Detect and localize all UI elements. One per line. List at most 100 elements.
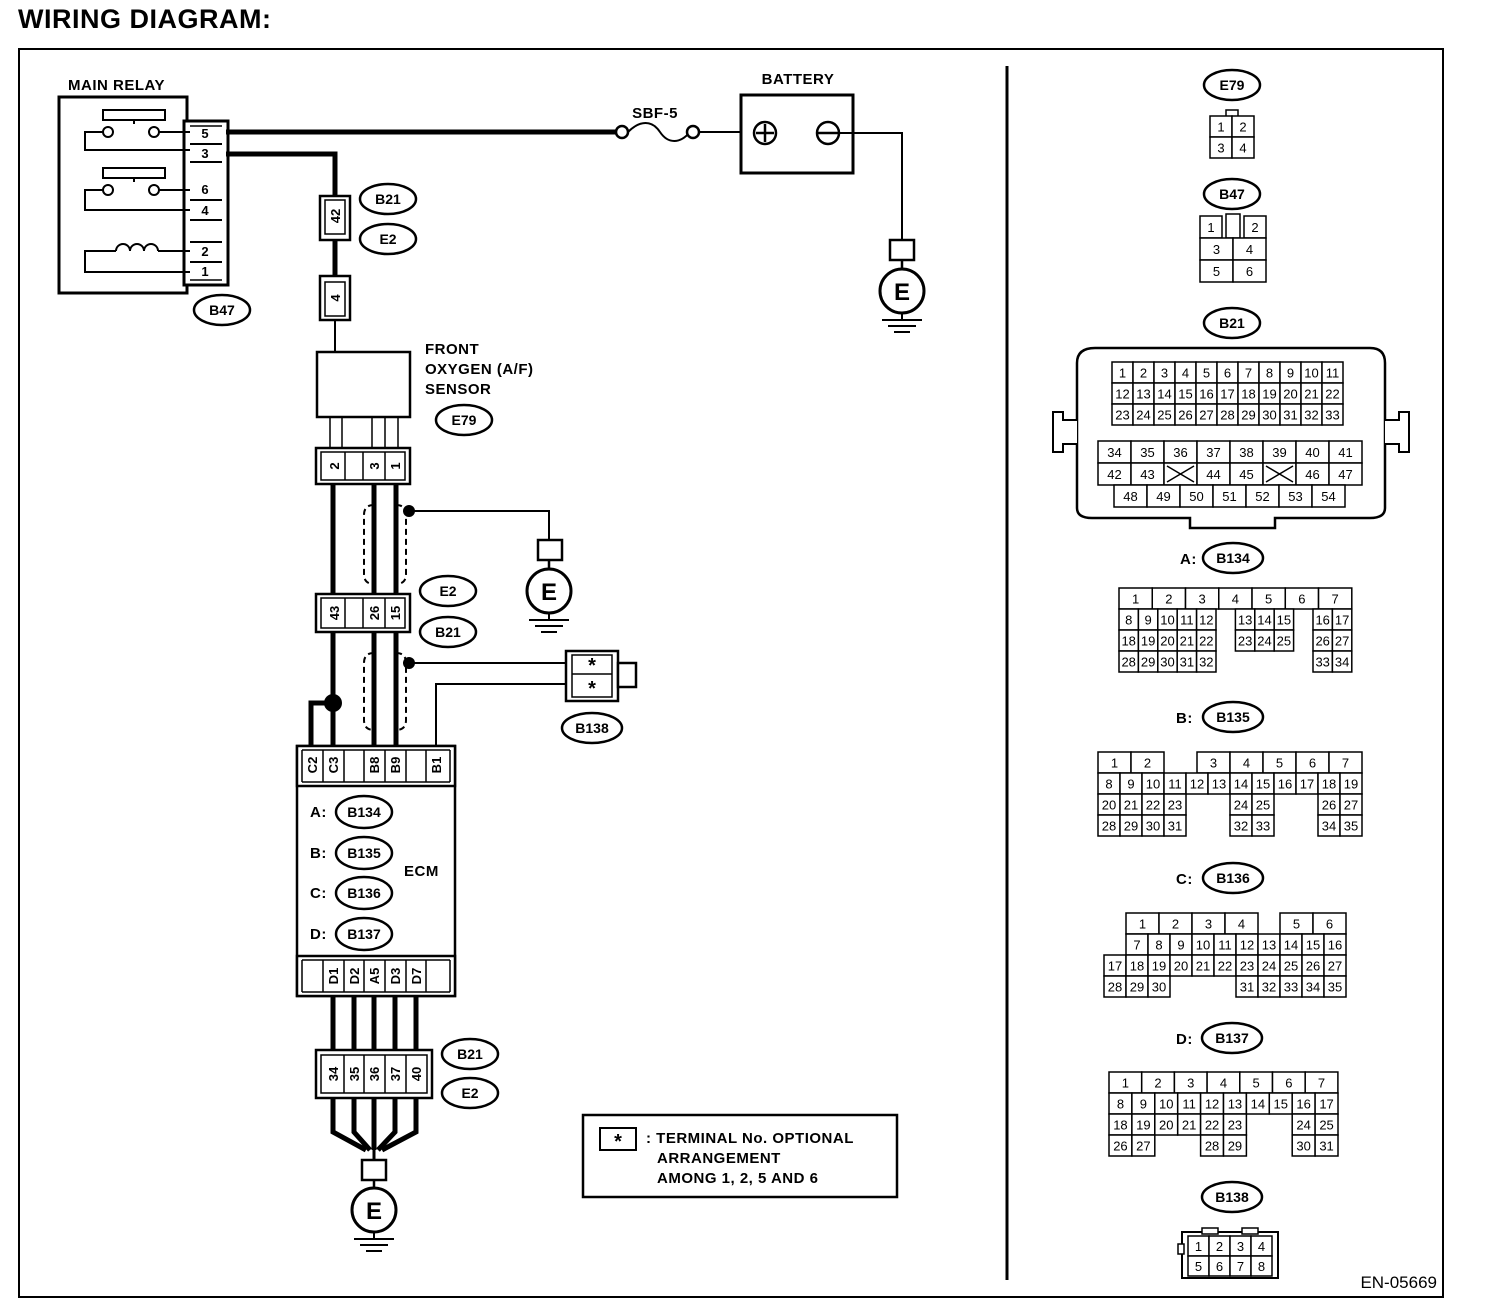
ecm-code-b136: B136	[347, 885, 381, 901]
b137-terminal-23: 23	[1228, 1118, 1242, 1133]
connector-b21-e2-mid: 43 26 15	[314, 592, 412, 634]
ecm-code-b135: B135	[347, 845, 381, 861]
b47-terminal-6: 6	[1246, 264, 1253, 279]
b134-terminal-4: 4	[1232, 592, 1239, 607]
b47-terminal-2: 2	[1251, 220, 1258, 235]
b21a-terminal-1: 1	[1119, 366, 1126, 381]
pin-26: 26	[367, 606, 382, 620]
relay-pin-3: 3	[201, 146, 208, 161]
b138-terminal-7: 7	[1237, 1259, 1244, 1274]
b134-terminal-32: 32	[1199, 655, 1213, 670]
b136-terminal-33: 33	[1284, 980, 1298, 995]
legend-box: * : TERMINAL No. OPTIONAL ARRANGEMENT AM…	[581, 1113, 899, 1199]
b137-terminal-2: 2	[1154, 1076, 1161, 1091]
b134-terminal-5: 5	[1265, 592, 1272, 607]
b135-terminal-2: 2	[1144, 756, 1151, 771]
b21a-terminal-12: 12	[1115, 387, 1129, 402]
b137-terminal-12: 12	[1205, 1097, 1219, 1112]
b138-terminal-1: 1	[1195, 1239, 1202, 1254]
b47-view-code: B47	[1219, 186, 1245, 202]
b21b-terminal-35: 35	[1140, 445, 1154, 460]
b136-terminal-12: 12	[1240, 938, 1254, 953]
b138-terminal-8: 8	[1258, 1259, 1265, 1274]
b134-terminal-9: 9	[1144, 613, 1151, 628]
main-relay: MAIN RELAY 5 3 6 4 2 1	[57, 77, 230, 295]
ecm-label: ECM	[404, 863, 439, 880]
ecm-pin-b1: B1	[429, 757, 444, 774]
legend-line-3: AMONG 1, 2, 5 AND 6	[657, 1170, 818, 1187]
b21a-terminal-3: 3	[1161, 366, 1168, 381]
b136-terminal-29: 29	[1130, 980, 1144, 995]
b136-terminal-3: 3	[1205, 917, 1212, 932]
b137-terminal-4: 4	[1220, 1076, 1227, 1091]
pin-42: 42	[328, 209, 343, 223]
b134-terminal-24: 24	[1257, 634, 1271, 649]
b21a-terminal-17: 17	[1220, 387, 1234, 402]
b134-terminal-8: 8	[1125, 613, 1132, 628]
b135-view-code: B135	[1216, 709, 1250, 725]
svg-text:E79: E79	[452, 412, 477, 428]
b21a-terminal-11: 11	[1326, 366, 1340, 381]
tag-b138: B138	[560, 711, 624, 745]
pin-43: 43	[327, 606, 342, 620]
b21b-terminal-50: 50	[1189, 489, 1203, 504]
b135-terminal-16: 16	[1278, 777, 1292, 792]
b135-terminal-9: 9	[1127, 777, 1134, 792]
tag-e2-upper: E2	[358, 222, 418, 256]
battery: BATTERY	[739, 71, 855, 175]
b135-terminal-23: 23	[1168, 798, 1182, 813]
relay-pin-5: 5	[201, 126, 208, 141]
b135-terminal-4: 4	[1243, 756, 1250, 771]
b136-terminal-1: 1	[1139, 917, 1146, 932]
b21a-terminal-23: 23	[1115, 408, 1129, 423]
svg-text:E2: E2	[379, 231, 396, 247]
b134-terminal-3: 3	[1199, 592, 1206, 607]
sensor-pin-3: 3	[367, 462, 382, 469]
b137-terminal-20: 20	[1159, 1118, 1173, 1133]
b135-terminal-22: 22	[1146, 798, 1160, 813]
b134-terminal-31: 31	[1180, 655, 1194, 670]
ecm-pin-c2: C2	[305, 757, 320, 774]
b137-terminal-19: 19	[1136, 1118, 1150, 1133]
b134-terminal-2: 2	[1165, 592, 1172, 607]
b134-terminal-15: 15	[1277, 613, 1291, 628]
b136-terminal-18: 18	[1130, 959, 1144, 974]
legend-line-1: : TERMINAL No. OPTIONAL	[646, 1130, 854, 1147]
b135-terminal-14: 14	[1234, 777, 1248, 792]
b21a-terminal-13: 13	[1136, 387, 1150, 402]
fuse-sbf-5: SBF-5	[614, 105, 701, 142]
b137-terminal-16: 16	[1296, 1097, 1310, 1112]
b136-terminal-32: 32	[1262, 980, 1276, 995]
pin-34: 34	[326, 1066, 341, 1081]
b137-terminal-15: 15	[1274, 1097, 1288, 1112]
b136-terminal-14: 14	[1284, 938, 1298, 953]
b134-terminal-26: 26	[1315, 634, 1329, 649]
svg-text:E2: E2	[461, 1085, 478, 1101]
b136-terminal-13: 13	[1262, 938, 1276, 953]
b135-terminal-31: 31	[1168, 819, 1182, 834]
ground-ecm: E	[350, 1158, 398, 1252]
b138-terminal-5: 5	[1195, 1259, 1202, 1274]
b135-terminal-19: 19	[1344, 777, 1358, 792]
b21a-terminal-25: 25	[1157, 408, 1171, 423]
ecm-pin-d1: D1	[326, 968, 341, 985]
b135-terminal-20: 20	[1102, 798, 1116, 813]
b21a-terminal-24: 24	[1136, 408, 1150, 423]
b134-terminal-21: 21	[1180, 634, 1194, 649]
b135-terminal-30: 30	[1146, 819, 1160, 834]
b21-view-code: B21	[1219, 315, 1245, 331]
b134-terminal-20: 20	[1160, 634, 1174, 649]
battery-label: BATTERY	[762, 71, 835, 88]
svg-text:FRONT: FRONT	[425, 341, 479, 358]
b21a-terminal-7: 7	[1245, 366, 1252, 381]
b21a-terminal-27: 27	[1199, 408, 1213, 423]
b136-terminal-19: 19	[1152, 959, 1166, 974]
b135-terminal-26: 26	[1322, 798, 1336, 813]
b21b-terminal-43: 43	[1140, 467, 1154, 482]
b135-terminal-21: 21	[1124, 798, 1138, 813]
wire-relay-3-to-sensor	[226, 151, 338, 196]
wire-battery-to-ground	[839, 132, 903, 240]
b134-terminal-11: 11	[1180, 613, 1194, 628]
